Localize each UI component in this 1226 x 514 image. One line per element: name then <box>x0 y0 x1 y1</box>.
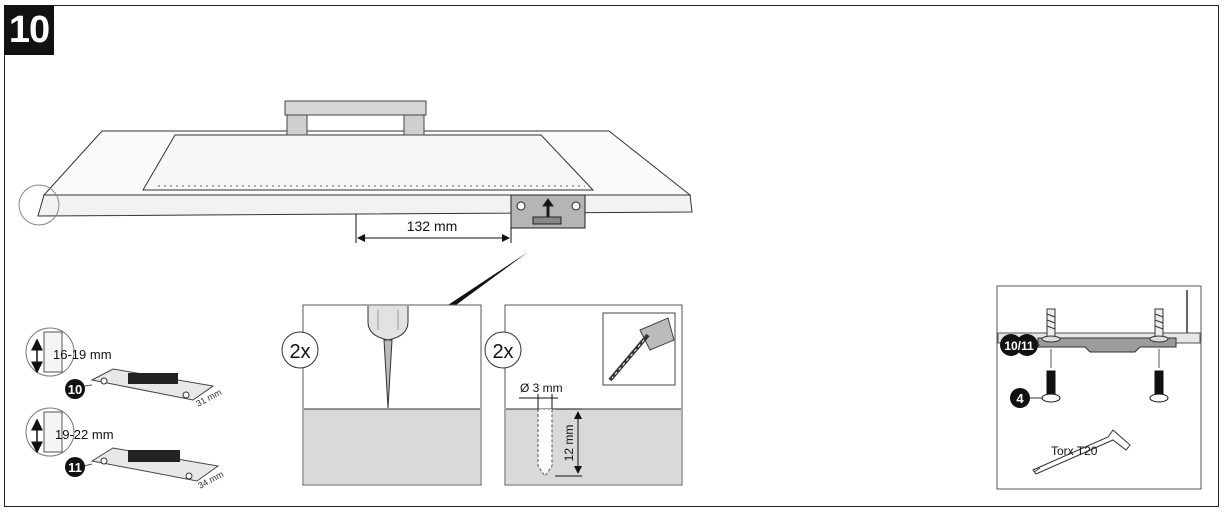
mount-detail-panel: 10/11 4 Torx T20 <box>996 285 1202 490</box>
tool-label: Torx T20 <box>1051 444 1098 458</box>
arrow-up-icon <box>542 198 554 218</box>
badge-11: 11 <box>68 460 82 475</box>
drill-count: 2x <box>492 341 513 363</box>
hole-diameter: Ø 3 mm <box>520 381 563 395</box>
step-number: 10 <box>4 5 54 55</box>
mounting-plate <box>510 194 586 229</box>
detail-pointer <box>448 252 528 305</box>
badge-10: 10 <box>68 382 82 397</box>
dimension-132 <box>355 214 512 243</box>
pilot-detail-panel: 2x <box>281 304 482 486</box>
screw-bottom-right-icon <box>1149 349 1169 403</box>
drill-bit-icon <box>602 312 676 386</box>
screw-top-left-icon <box>1041 308 1061 343</box>
awl-icon <box>367 306 409 409</box>
thickness-label-10: 16-19 mm <box>53 347 112 362</box>
drill-detail-panel: Ø 3 mm 12 mm 2x <box>484 304 683 486</box>
option-10: 16-19 mm 10 31 mm <box>25 327 223 409</box>
screw-top-right-icon <box>1149 308 1169 343</box>
instruction-frame <box>4 5 1219 507</box>
edge-detail-circle <box>18 184 60 226</box>
torx-key-icon <box>1032 429 1131 475</box>
drawer-handle <box>284 100 427 136</box>
pilot-count: 2x <box>289 341 310 363</box>
hole-depth: 12 mm <box>562 425 576 462</box>
thickness-label-11: 19-22 mm <box>55 427 114 442</box>
drilled-hole <box>537 408 553 477</box>
screw-badge: 4 <box>1016 391 1024 406</box>
plate-badge: 10/11 <box>1004 339 1034 353</box>
distance-label: 132 mm <box>407 218 458 234</box>
drawer-front <box>37 130 693 217</box>
option-11: 19-22 mm 11 34 mm <box>25 407 225 491</box>
